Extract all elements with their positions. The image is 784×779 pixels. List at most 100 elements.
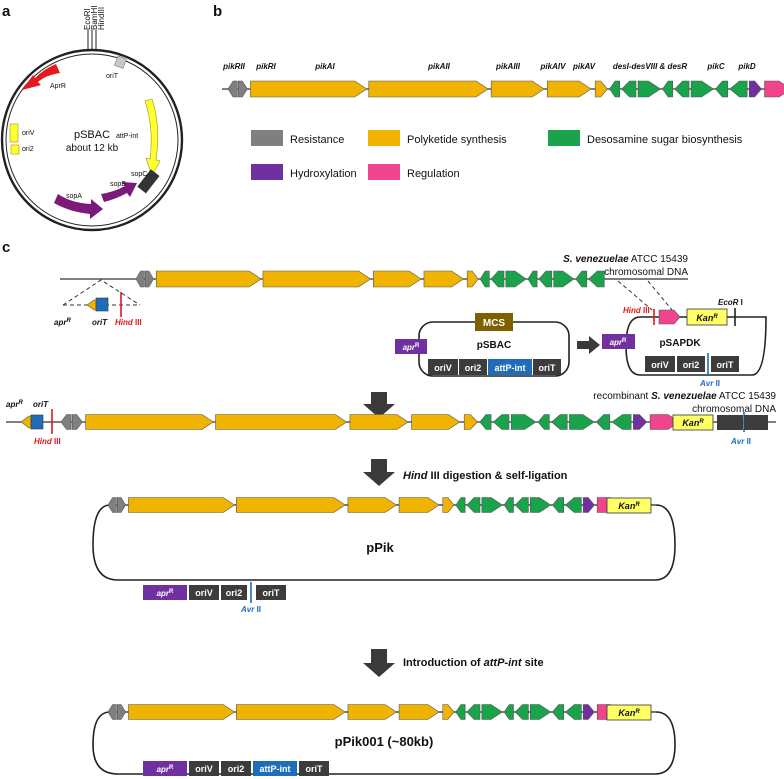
- gene-des-4: [527, 270, 538, 288]
- ppik-ori2-box: [221, 585, 247, 600]
- oriv-box: [9, 123, 19, 143]
- psbac-inner-ring: [5, 53, 179, 227]
- psapdk-oriv-label: oriV: [651, 360, 669, 370]
- ppik-ori2-label: ori2: [226, 588, 243, 598]
- recombinant-apr-label: aprR: [6, 400, 23, 409]
- attp-arrow: [144, 98, 161, 177]
- ppik001-kan-box: [606, 704, 652, 721]
- gene-des-5: [538, 270, 553, 288]
- ppik-orit-box: [256, 585, 286, 600]
- gene-pikaiv: [546, 80, 592, 98]
- aprr-label: AprR: [50, 83, 66, 90]
- gene-label-pikri: pikRI: [255, 62, 276, 71]
- gene-des-5: [514, 497, 529, 513]
- gene-des-2: [492, 414, 510, 430]
- gene-des-3: [510, 414, 537, 430]
- gene-des-7: [595, 414, 611, 430]
- ppik001-ori2-box: [221, 761, 251, 776]
- psapdk-ecori-label: EcoR I: [718, 298, 743, 307]
- legend-label-hydroxylation: Hydroxylation: [290, 168, 357, 180]
- gene-des-7: [552, 497, 564, 513]
- gene-pikri: [237, 80, 248, 98]
- step-hind-digestion: Hind III digestion & self-ligation: [403, 470, 568, 482]
- gene-des-8: [611, 414, 632, 430]
- pik-cluster-genes: [227, 80, 784, 98]
- legend-swatch-polyketide: [368, 130, 400, 146]
- insert-hind-label: Hind III: [115, 318, 142, 327]
- ppik-oriv-box: [189, 585, 219, 600]
- psbac-oriv-box: [428, 359, 458, 375]
- gene-des-4: [503, 497, 514, 513]
- gene-des-2: [466, 497, 481, 513]
- ppik-apr-box: [143, 585, 187, 600]
- ppik001-loop: [92, 711, 676, 775]
- recombinant-genes: [60, 414, 680, 430]
- recombinant-hind-left-label: Hind III: [34, 437, 61, 446]
- gene-des-1: [479, 414, 492, 430]
- psapdk-construct: KanR EcoR I Hind III aprR pSAPDK oriV or…: [602, 280, 767, 388]
- recombinant-title-line2: chromosomal DNA: [692, 404, 776, 415]
- psapdk-avr-label: Avr II: [699, 379, 720, 388]
- psbac-ori2-label: ori2: [465, 363, 482, 373]
- psapdk-apr-label: aprR: [610, 338, 627, 347]
- gene-pikai: [128, 704, 236, 720]
- ppik-orit-label: oriT: [263, 588, 281, 598]
- gene-des-6: [529, 497, 552, 513]
- chromosome-dna-label: chromosomal DNA: [604, 267, 688, 278]
- ppik-avr-label: Avr II: [240, 605, 261, 614]
- ppik001-genes: [107, 704, 622, 720]
- ppik001-label: pPik001 (~80kb): [335, 734, 434, 749]
- gene-des-5: [514, 704, 529, 720]
- gene-label-pikc: pikC: [706, 62, 725, 71]
- psbac-attp-box: [488, 359, 532, 375]
- chromosome-genes: [135, 270, 605, 288]
- gene-pikav: [442, 497, 455, 513]
- gene-des-8: [565, 704, 582, 720]
- psapdk-pikd: [658, 309, 681, 325]
- gene-des-8: [729, 80, 748, 98]
- gene-des-1: [479, 270, 490, 288]
- psapdk-orit-box: [711, 356, 739, 372]
- gene-des-4: [537, 414, 550, 430]
- aprr-arrow: [22, 64, 60, 90]
- gene-pikav: [466, 270, 479, 288]
- gene-pikrii: [60, 414, 72, 430]
- recombinant-title: recombinant S. venezuelae ATCC 15439: [593, 391, 776, 402]
- sopb-arrow: [101, 182, 137, 202]
- legend-label-polyketide: Polyketide synthesis: [407, 134, 507, 146]
- legend-label-desosamine: Desosamine sugar biosynthesis: [587, 134, 743, 146]
- psapdk-orit-label: oriT: [717, 360, 735, 370]
- gene-des-1: [609, 80, 620, 98]
- legend-swatch-desosamine: [548, 130, 580, 146]
- psbac-orit-box: [533, 359, 561, 375]
- psbac-oriv-label: oriV: [434, 363, 452, 373]
- attp-label: attP-int: [116, 133, 138, 140]
- oriv-label: oriV: [22, 130, 35, 137]
- plasmid-title: pSBAC: [74, 129, 110, 141]
- panel-c-label: c: [2, 239, 10, 256]
- sopc-label: sopC: [131, 171, 147, 178]
- gene-pikrii: [135, 270, 145, 288]
- ppik001-orit-box: [299, 761, 329, 776]
- gene-des-3: [481, 497, 503, 513]
- ppik-kan-label: KanR: [618, 501, 640, 511]
- gene-des-3: [505, 270, 527, 288]
- insert-dashed-triangle: [62, 279, 141, 306]
- gene-label-pikaiii: pikAIII: [495, 62, 521, 71]
- down-arrow-2: [363, 459, 395, 486]
- gene-des-4: [503, 704, 514, 720]
- plasmid-size: about 12 kb: [66, 143, 119, 154]
- gene-des-7: [552, 704, 564, 720]
- left-homology-insert: aprR oriT Hind III: [54, 279, 142, 327]
- ppik001-oriv-label: oriV: [195, 764, 213, 774]
- ppik001-attp-box: [253, 761, 297, 776]
- gene-pikai: [155, 270, 262, 288]
- gene-label-pikai: pikAI: [314, 62, 335, 71]
- psbac-apr-box: [395, 339, 427, 354]
- panel-c: c S. venezuelae ATCC 15439 chromosomal D…: [2, 239, 776, 776]
- psapdk-loop: [625, 316, 767, 376]
- psbac-label: pSBAC: [477, 340, 511, 351]
- gene-pikd: [764, 80, 784, 98]
- psapdk-kan-label: KanR: [696, 313, 718, 323]
- gene-pikai: [85, 414, 214, 430]
